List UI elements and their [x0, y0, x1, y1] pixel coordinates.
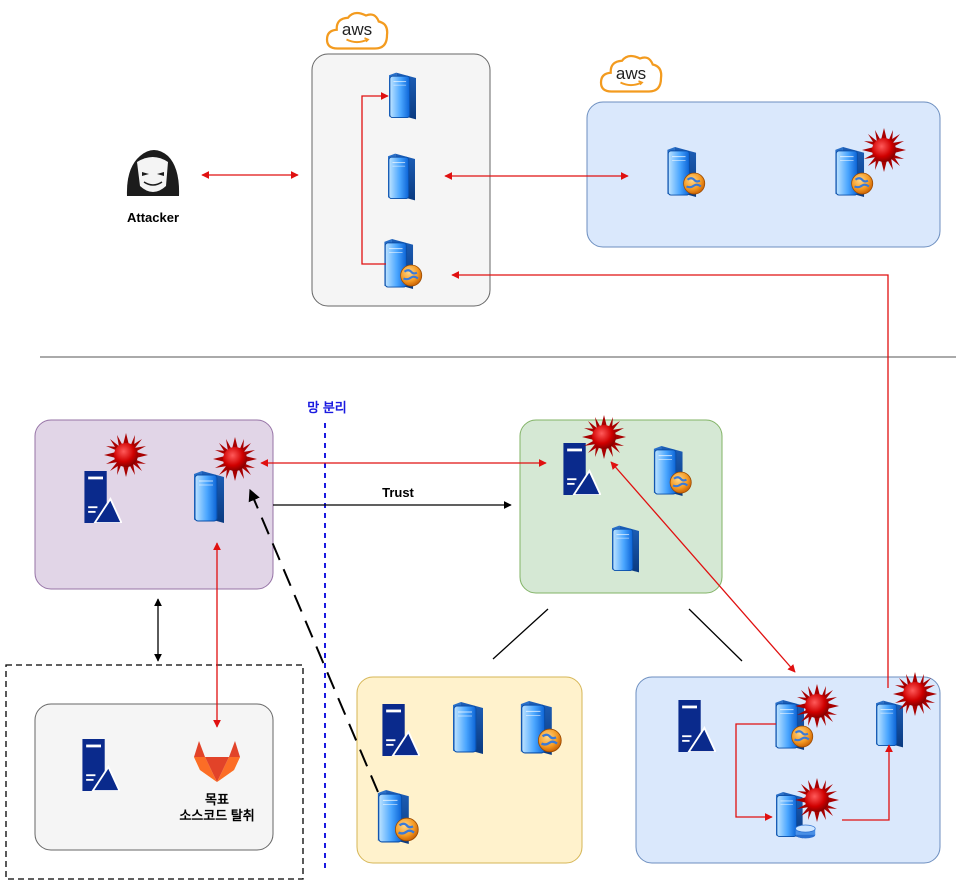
- gitlab-icon: [194, 741, 240, 782]
- hacker-icon: [126, 150, 180, 196]
- server-icon: [388, 153, 415, 201]
- server-icon: [389, 72, 416, 120]
- server-icon: [194, 471, 224, 523]
- attack-arrow: [361, 92, 389, 265]
- zone-purple: [34, 419, 274, 590]
- server-icon: [453, 701, 483, 755]
- malware-icon: [862, 128, 906, 172]
- aws-badge-label: aws: [616, 64, 646, 83]
- connection-line: [688, 608, 743, 662]
- malware-icon: [104, 433, 148, 477]
- server-icon: [876, 700, 903, 748]
- malware-icon: [213, 437, 257, 481]
- aws-zone-c2: [586, 101, 941, 248]
- malware-icon: [795, 778, 839, 822]
- aws-badge-label: aws: [342, 20, 372, 39]
- malware-icon: [893, 672, 937, 716]
- attack-arrow: [610, 461, 796, 673]
- network-separation-label: 망 분리: [307, 400, 347, 415]
- malware-icon: [582, 415, 626, 459]
- goal-label-line1: 목표: [205, 792, 229, 807]
- malware-icon: [795, 684, 839, 728]
- attack-arrow: [735, 723, 776, 821]
- goal-label-line2: 소스코드 탈취: [179, 808, 254, 823]
- zone-dashed-target: [5, 664, 304, 880]
- zone-blue: [635, 676, 941, 864]
- attacker-label: Attacker: [127, 210, 179, 225]
- attack-arrow: [842, 744, 893, 821]
- server-icon: [612, 525, 639, 573]
- trust-label: Trust: [382, 485, 414, 500]
- zone-gray-target: [34, 703, 274, 851]
- connection-line: [492, 608, 549, 660]
- attack-arrow: [451, 271, 889, 688]
